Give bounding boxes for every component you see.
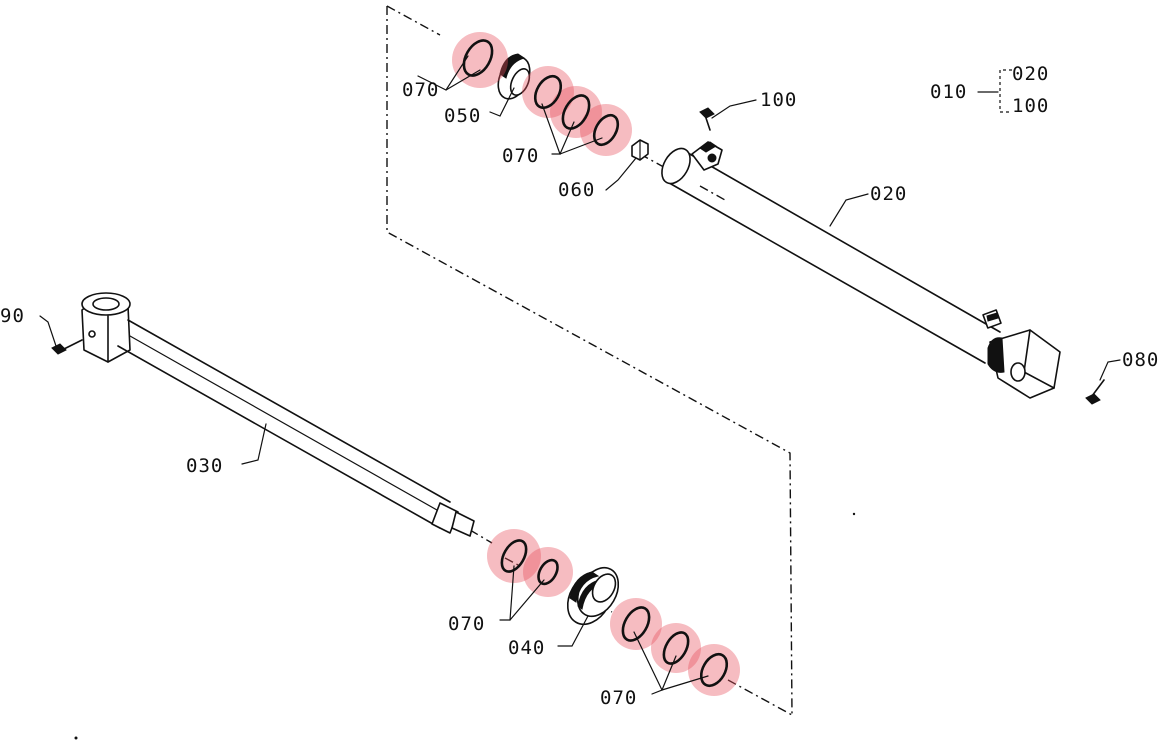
label-050: 050 [444,105,481,127]
label-070-top-right: 070 [502,145,539,167]
set-screw [51,339,83,355]
label-060: 060 [558,179,595,201]
label-010: 010 [930,81,967,103]
end-plug [1085,379,1105,405]
group-bracket [977,69,1012,113]
label-040: 040 [508,637,545,659]
leader-lines [39,55,1121,695]
speck [74,736,78,740]
label-030: 030 [186,455,223,477]
label-070-top-left: 070 [402,79,439,101]
label-020-group: 020 [1012,63,1049,85]
rod-gland [497,53,531,100]
label-100: 100 [760,89,797,111]
seal-rings-top [452,32,632,156]
cylinder-barrel [661,141,1061,399]
piston [566,566,620,626]
label-090: 90 [0,305,25,327]
label-100-group: 100 [1012,95,1049,117]
part-labels: 010 020 100 100 020 030 040 050 060 070 … [0,63,1159,709]
breather-plug [699,107,715,131]
label-080: 080 [1122,349,1159,371]
label-070-bottom-right: 070 [600,687,637,709]
speck [852,512,856,516]
label-020: 020 [870,183,907,205]
seal-rings-bottom [487,529,740,696]
piston-rod [81,292,475,537]
label-070-bottom-left: 070 [448,613,485,635]
piston-nut [631,139,649,161]
